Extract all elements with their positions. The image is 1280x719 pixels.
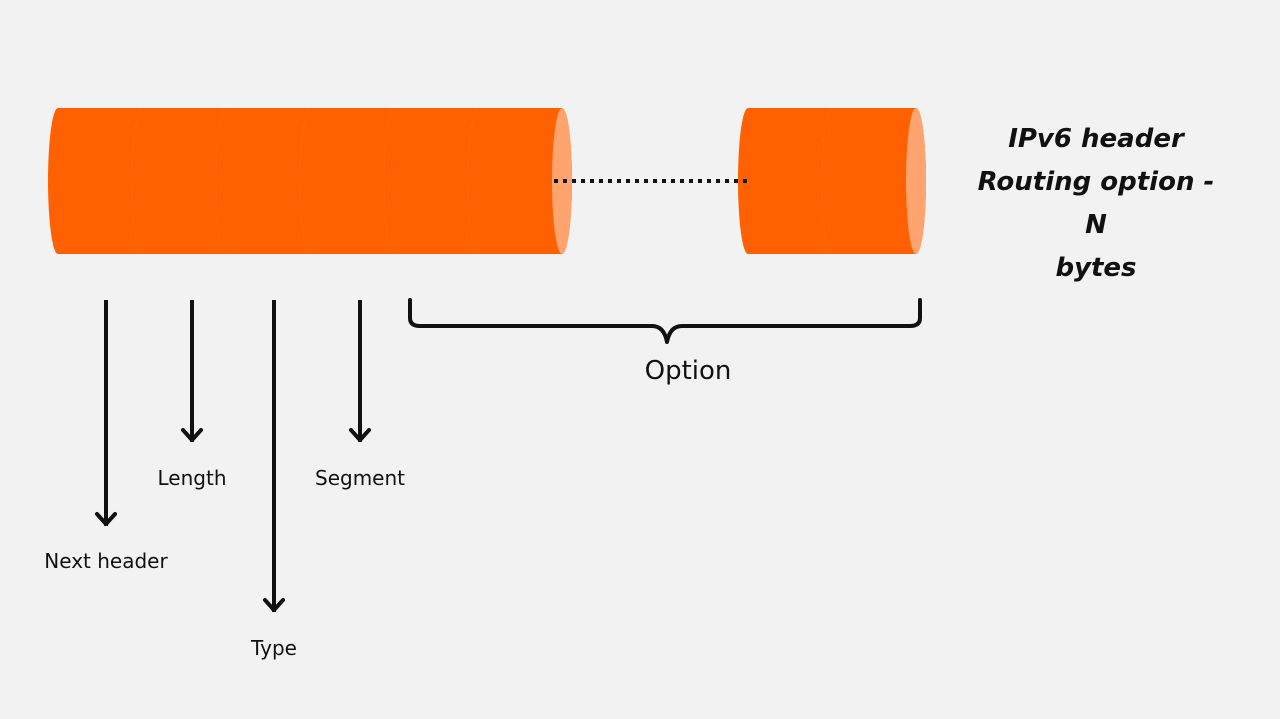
next-header-label: Next header <box>44 549 168 573</box>
byte-cylinders <box>48 108 926 254</box>
next-header-arrow-head <box>95 512 117 526</box>
byte-cylinder <box>468 108 572 254</box>
byte-cylinder-body <box>132 108 236 254</box>
byte-cylinder-body <box>216 108 320 254</box>
byte-cylinder-body <box>48 108 152 254</box>
type-label: Type <box>251 636 297 660</box>
header-title-line-1: IPv6 header <box>1008 124 1184 154</box>
segment-label: Segment <box>315 466 405 490</box>
option-curly-brace <box>408 298 922 344</box>
option-label: Option <box>644 356 732 386</box>
byte-cylinder-body <box>468 108 572 254</box>
segment-arrow-head <box>349 428 371 442</box>
type-arrow-head <box>263 598 285 612</box>
type-arrow <box>263 300 285 612</box>
byte-cylinder-body <box>384 108 488 254</box>
length-arrow-head <box>181 428 203 442</box>
byte-cylinder-body <box>300 108 404 254</box>
header-title: IPv6 header Routing option - N bytes <box>970 118 1222 290</box>
next-header-arrow <box>95 300 117 526</box>
segment-arrow <box>349 300 371 442</box>
byte-cylinder-face <box>906 108 926 254</box>
byte-cylinder-body <box>738 108 842 254</box>
length-label: Length <box>157 466 227 490</box>
header-title-line-3: bytes <box>1055 253 1137 283</box>
byte-cylinder-face <box>552 108 572 254</box>
length-arrow <box>181 300 203 442</box>
field-arrows <box>95 300 371 612</box>
byte-cylinder-body <box>822 108 926 254</box>
header-title-line-2: Routing option - N <box>977 167 1215 240</box>
byte-cylinder <box>822 108 926 254</box>
